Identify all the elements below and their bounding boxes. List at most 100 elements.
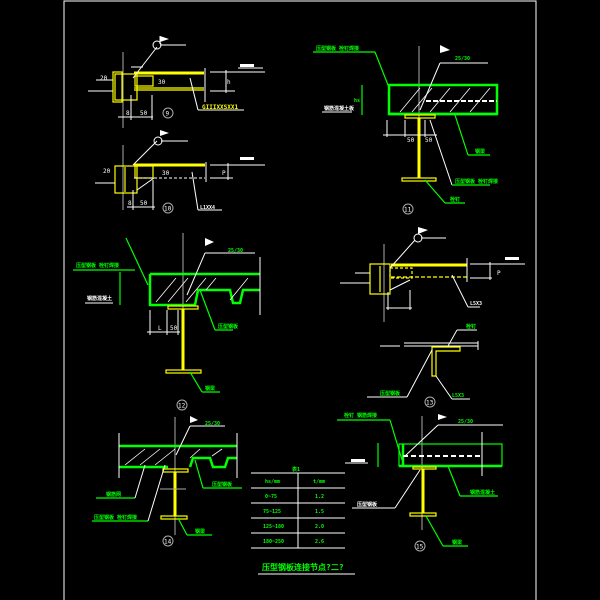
beam-flange	[160, 515, 188, 520]
beam-flange	[412, 466, 437, 470]
drawing-frame	[63, 0, 537, 600]
steel-section	[369, 263, 391, 295]
dim-label: h	[227, 79, 231, 86]
table-cell: 1.2	[315, 494, 324, 500]
dim-label: 8	[128, 200, 132, 207]
note-label: 钢梁	[205, 385, 216, 392]
table-cell: 75~125	[263, 509, 281, 515]
detail-number: 13	[426, 400, 434, 407]
detail-15: 栓钉 钢筋焊接 25/30 压型钢板 钢筋混凝土 钢梁 15	[337, 412, 503, 552]
flag-icon	[160, 130, 169, 136]
dim-label: 8	[126, 110, 130, 117]
detail-12: 压型钢板 栓钉焊接 钢筋混凝土 25/30 L 50 压型钢板 钢梁 12	[73, 233, 261, 411]
note-label: 压型钢板 栓钉焊接	[316, 45, 359, 52]
dim-label: L	[158, 325, 162, 332]
detail-number: 15	[416, 544, 424, 551]
dim-label: 20	[100, 75, 108, 82]
detail-marker	[402, 203, 414, 215]
dim-label: 50	[140, 200, 148, 207]
detail-marker	[162, 107, 174, 119]
note-label: 压型钢板	[218, 323, 239, 330]
dim-label: 50	[407, 137, 415, 144]
elevation-label	[240, 64, 254, 67]
note-label: 钢梁	[452, 539, 463, 546]
concrete-slab	[148, 272, 260, 307]
flag-icon	[190, 416, 198, 423]
elevation-label	[351, 459, 365, 462]
detail-marker	[162, 535, 174, 547]
dim-label: 50	[425, 137, 433, 144]
beam-flange	[165, 369, 202, 374]
note-label: 栓钉 钢筋焊接	[344, 412, 377, 419]
note-label: 栓钉	[450, 196, 460, 203]
steel-section	[114, 165, 138, 194]
dim-label: 50	[170, 325, 178, 332]
table-cell: 1.5	[315, 509, 324, 515]
flag-icon	[438, 414, 447, 420]
detail-number: 9	[166, 111, 170, 118]
beam-flange	[404, 114, 436, 119]
note-label: 压型钢板	[212, 481, 233, 488]
callout-label: L1XX4	[200, 205, 215, 211]
detail-number: 10	[164, 206, 172, 213]
flag-icon	[205, 238, 214, 246]
note-label: 钢筋混凝土板	[324, 105, 355, 112]
note-label: 钢梁	[195, 528, 206, 535]
dim-label: P	[222, 170, 226, 177]
angle-section	[431, 346, 461, 377]
note-label: L5X3	[452, 393, 464, 399]
flag-icon	[160, 36, 169, 42]
dim-label: P	[497, 270, 501, 277]
beam-flange	[401, 177, 437, 182]
dim-label: 30	[158, 79, 166, 86]
weld-label: 25/30	[458, 419, 473, 425]
table-cell: 180~250	[263, 539, 284, 545]
detail-marker	[414, 540, 426, 552]
table-header: hs/mm	[265, 479, 280, 485]
elevation-label	[240, 157, 254, 160]
concrete-slab	[119, 444, 237, 469]
steel-plate	[134, 75, 154, 87]
note-label: 压型钢板 栓钉焊接	[94, 514, 137, 521]
flag-icon	[418, 227, 428, 234]
thickness-table: 表1 hs/mm t/mm 0~75 1.2 75~125 1.5 125~18…	[251, 466, 345, 549]
steel-section	[114, 73, 138, 101]
note-label: 钢梁	[475, 148, 486, 155]
detail-marker	[162, 202, 174, 214]
dim-label: hs	[354, 98, 360, 104]
note-label: 压型钢板 栓钉焊接	[76, 262, 119, 269]
detail-number: 12	[178, 403, 186, 410]
table-header: t/mm	[313, 479, 325, 485]
beam-flange	[409, 512, 437, 517]
detail-marker	[176, 399, 188, 411]
detail-9: GIIIXXSXX1 20 50 8 30 h 9	[88, 36, 265, 128]
drawing-title: 压型钢板连接节点?二?	[262, 562, 344, 572]
callout-label: L5X3	[470, 301, 482, 307]
note-label: 钢筋混凝土	[87, 295, 112, 302]
note-label: 压型钢板	[357, 501, 378, 508]
steel-plate	[134, 165, 154, 179]
dim-label: 20	[103, 168, 111, 175]
steel-plate	[389, 267, 413, 279]
table-cell: 2.6	[315, 539, 324, 545]
note-label: 压型钢板 栓钉焊接	[455, 178, 498, 185]
dim-label: 50	[140, 110, 148, 117]
steel-section	[112, 71, 123, 103]
note-label: 压型钢板	[380, 390, 401, 397]
dim-label: 30	[162, 170, 170, 177]
detail-number: 11	[404, 207, 412, 214]
flag-icon	[440, 45, 450, 53]
weld-label: 25/30	[228, 248, 243, 254]
table-cell: 0~75	[265, 494, 277, 500]
detail-14: 25/30 钢筋网 压型钢板 栓钉焊接 压型钢板 钢梁 14	[92, 416, 242, 547]
weld-label: 25/30	[205, 421, 220, 427]
elevation-label	[505, 257, 519, 260]
callout-label: GIIIXXSXX1	[202, 104, 239, 111]
note-label: 栓钉	[466, 323, 476, 330]
weld-symbol	[153, 136, 163, 146]
detail-number: 14	[164, 539, 172, 546]
note-label: 钢筋网	[106, 491, 121, 498]
detail-marker	[424, 396, 436, 408]
table-title: 表1	[291, 466, 300, 473]
